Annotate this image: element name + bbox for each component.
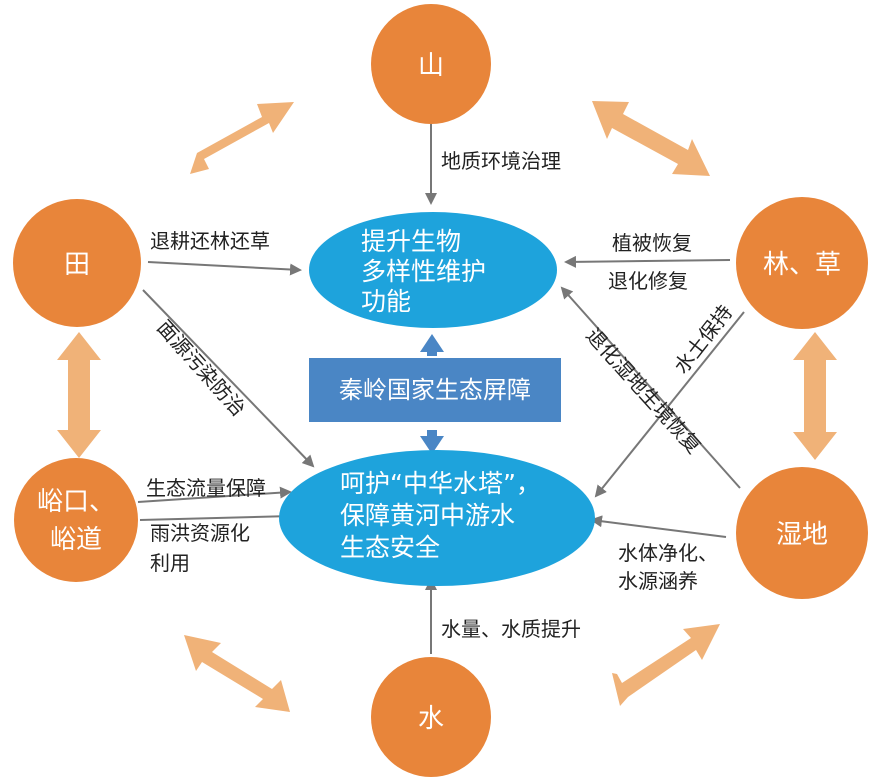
node-valley-label-1: 峪口、 [37,487,115,517]
edge-label-veg-restore: 植被恢复 [612,231,692,255]
line-valley-to-bottom [137,486,292,503]
edge-label-return-farm: 退耕还林还草 [150,229,270,253]
double-arrow-water-wetland [612,624,720,706]
line-wetland-to-bottom [590,515,727,538]
edge-label-quantity-quality: 水量、水质提升 [441,617,581,641]
line-valley-to-bottom-2 [139,510,294,523]
double-arrow-forest-wetland [793,332,837,460]
edge-label-purify-2: 水源涵养 [618,569,698,593]
node-mountain-label: 山 [418,51,444,81]
double-arrow-mountain-forest [592,101,710,176]
node-forest-grass-label: 林、草 [763,250,841,280]
edge-label-flood-use-2: 利用 [150,551,190,575]
core-bottom-line3: 生态安全 [340,533,440,562]
node-forest-grass [736,197,868,329]
node-water [371,657,491,777]
node-wetland-label: 湿地 [776,520,828,550]
edge-label-non-point: 面源污染防治 [152,315,250,420]
down-arrow-icon [420,430,444,454]
line-forest-to-top [564,255,731,268]
core-top-line1: 提升生物 [361,227,461,256]
up-arrow-icon [420,334,444,356]
center-label: 秦岭国家生态屏障 [339,376,531,404]
node-valley [14,458,138,582]
core-top-ellipse [309,212,557,328]
core-bottom-ellipse [279,450,595,586]
node-mountain [371,4,491,124]
edge-label-water-soil: 水土保持 [669,300,737,378]
edge-label-geo-env: 地质环境治理 [441,149,561,173]
edge-label-flood-use-1: 雨洪资源化 [150,521,250,545]
line-field-to-bottom [142,289,315,468]
core-bottom-line1: 呵护“中华水塔”， [340,469,541,498]
double-arrow-field-valley [57,332,101,458]
edge-label-purify-1: 水体净化、 [618,541,718,565]
line-forest-to-bottom [594,311,745,498]
core-top-line3: 功能 [361,287,411,316]
edge-label-eco-flow: 生态流量保障 [146,476,266,500]
node-valley-label-2: 峪道 [50,525,102,555]
core-top-line2: 多样性维护 [361,257,486,286]
node-water-label: 水 [418,704,444,734]
line-wetland-to-top [560,286,741,489]
center-box [309,358,561,422]
node-field-label: 田 [64,250,90,280]
double-arrow-valley-water [184,635,290,712]
edge-label-degrade-repair: 退化修复 [608,269,688,293]
node-wetland [736,467,868,599]
core-bottom-line2: 保障黄河中游水 [340,501,515,530]
node-field [13,199,141,327]
line-field-to-top [147,261,302,276]
double-arrow-field-mountain [190,102,294,174]
